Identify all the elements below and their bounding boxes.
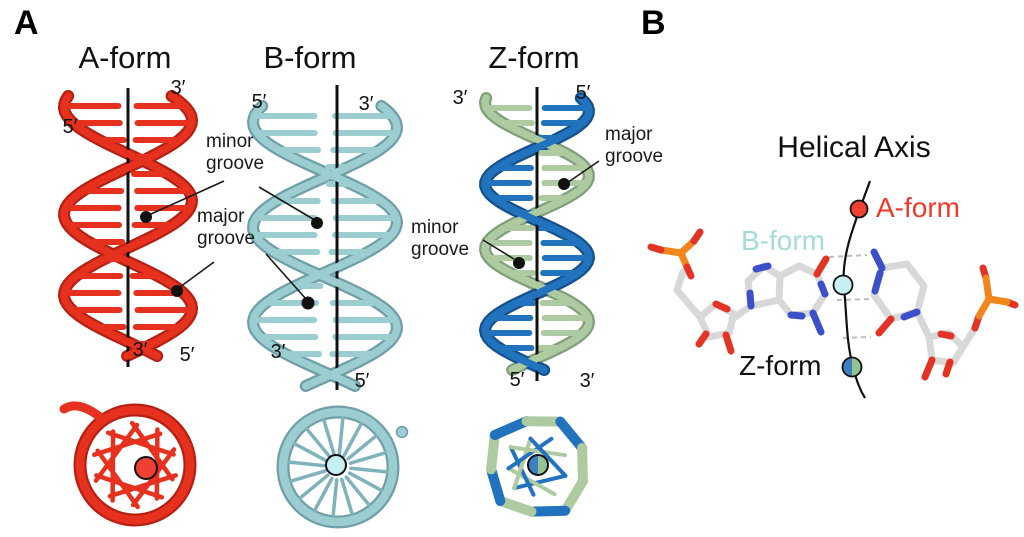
z-form-dot-right-half	[852, 357, 862, 377]
b-form-3prime-top: 3′	[358, 93, 374, 115]
a-form-5prime-bottom: 5′	[179, 344, 195, 366]
b-form-title: B-form	[263, 40, 357, 75]
b-form-5prime-bottom: 5′	[354, 370, 370, 392]
groove-marker-dots	[140, 178, 570, 310]
a-form-dot	[849, 199, 869, 219]
a-form-5prime-top: 5′	[62, 116, 78, 138]
b-form-top-view	[276, 405, 409, 529]
major-groove-label-ab: major groove	[197, 206, 256, 249]
helical-axis-title: Helical Axis	[777, 131, 931, 164]
z-form-dot-left-half	[842, 357, 852, 377]
panel-a-label: A	[14, 4, 39, 42]
a-form-helix	[57, 88, 199, 367]
panelb-label-z: Z-form	[739, 350, 822, 381]
z-form-title: Z-form	[488, 40, 580, 75]
b-form-dot	[832, 274, 854, 296]
panelb-label-b: B-form	[741, 225, 825, 256]
z-form-helix	[478, 87, 596, 381]
z-form-5prime-top: 5′	[575, 82, 591, 104]
base-pair-sticks	[647, 228, 1019, 381]
minor-groove-label-z: minor groove	[411, 217, 470, 260]
b-form-3prime-bottom: 3′	[270, 341, 286, 363]
b-form-5prime-top: 5′	[251, 91, 267, 113]
hydrogen-bond-dashes	[828, 254, 873, 339]
generated-structures	[57, 85, 596, 529]
helical-axis-curve	[842, 180, 872, 399]
form-axis-dots	[832, 199, 869, 378]
a-form-3prime-top: 3′	[170, 77, 186, 99]
major-groove-label-z: major groove	[605, 124, 664, 167]
z-form-3prime-top: 3′	[452, 87, 468, 109]
a-form-title: A-form	[78, 40, 172, 75]
groove-pointer-lines	[150, 160, 600, 300]
b-form-helix	[246, 85, 404, 392]
z-form-top-view	[486, 416, 588, 517]
panel-b-label: B	[641, 4, 666, 42]
z-form-5prime-bottom: 5′	[509, 369, 525, 391]
a-form-top-view	[59, 401, 197, 527]
minor-groove-label-ab: minor groove	[206, 131, 265, 174]
panelb-label-a: A-form	[876, 192, 960, 223]
z-form-3prime-bottom: 3′	[579, 370, 595, 392]
a-form-3prime-bottom: 3′	[132, 339, 148, 361]
